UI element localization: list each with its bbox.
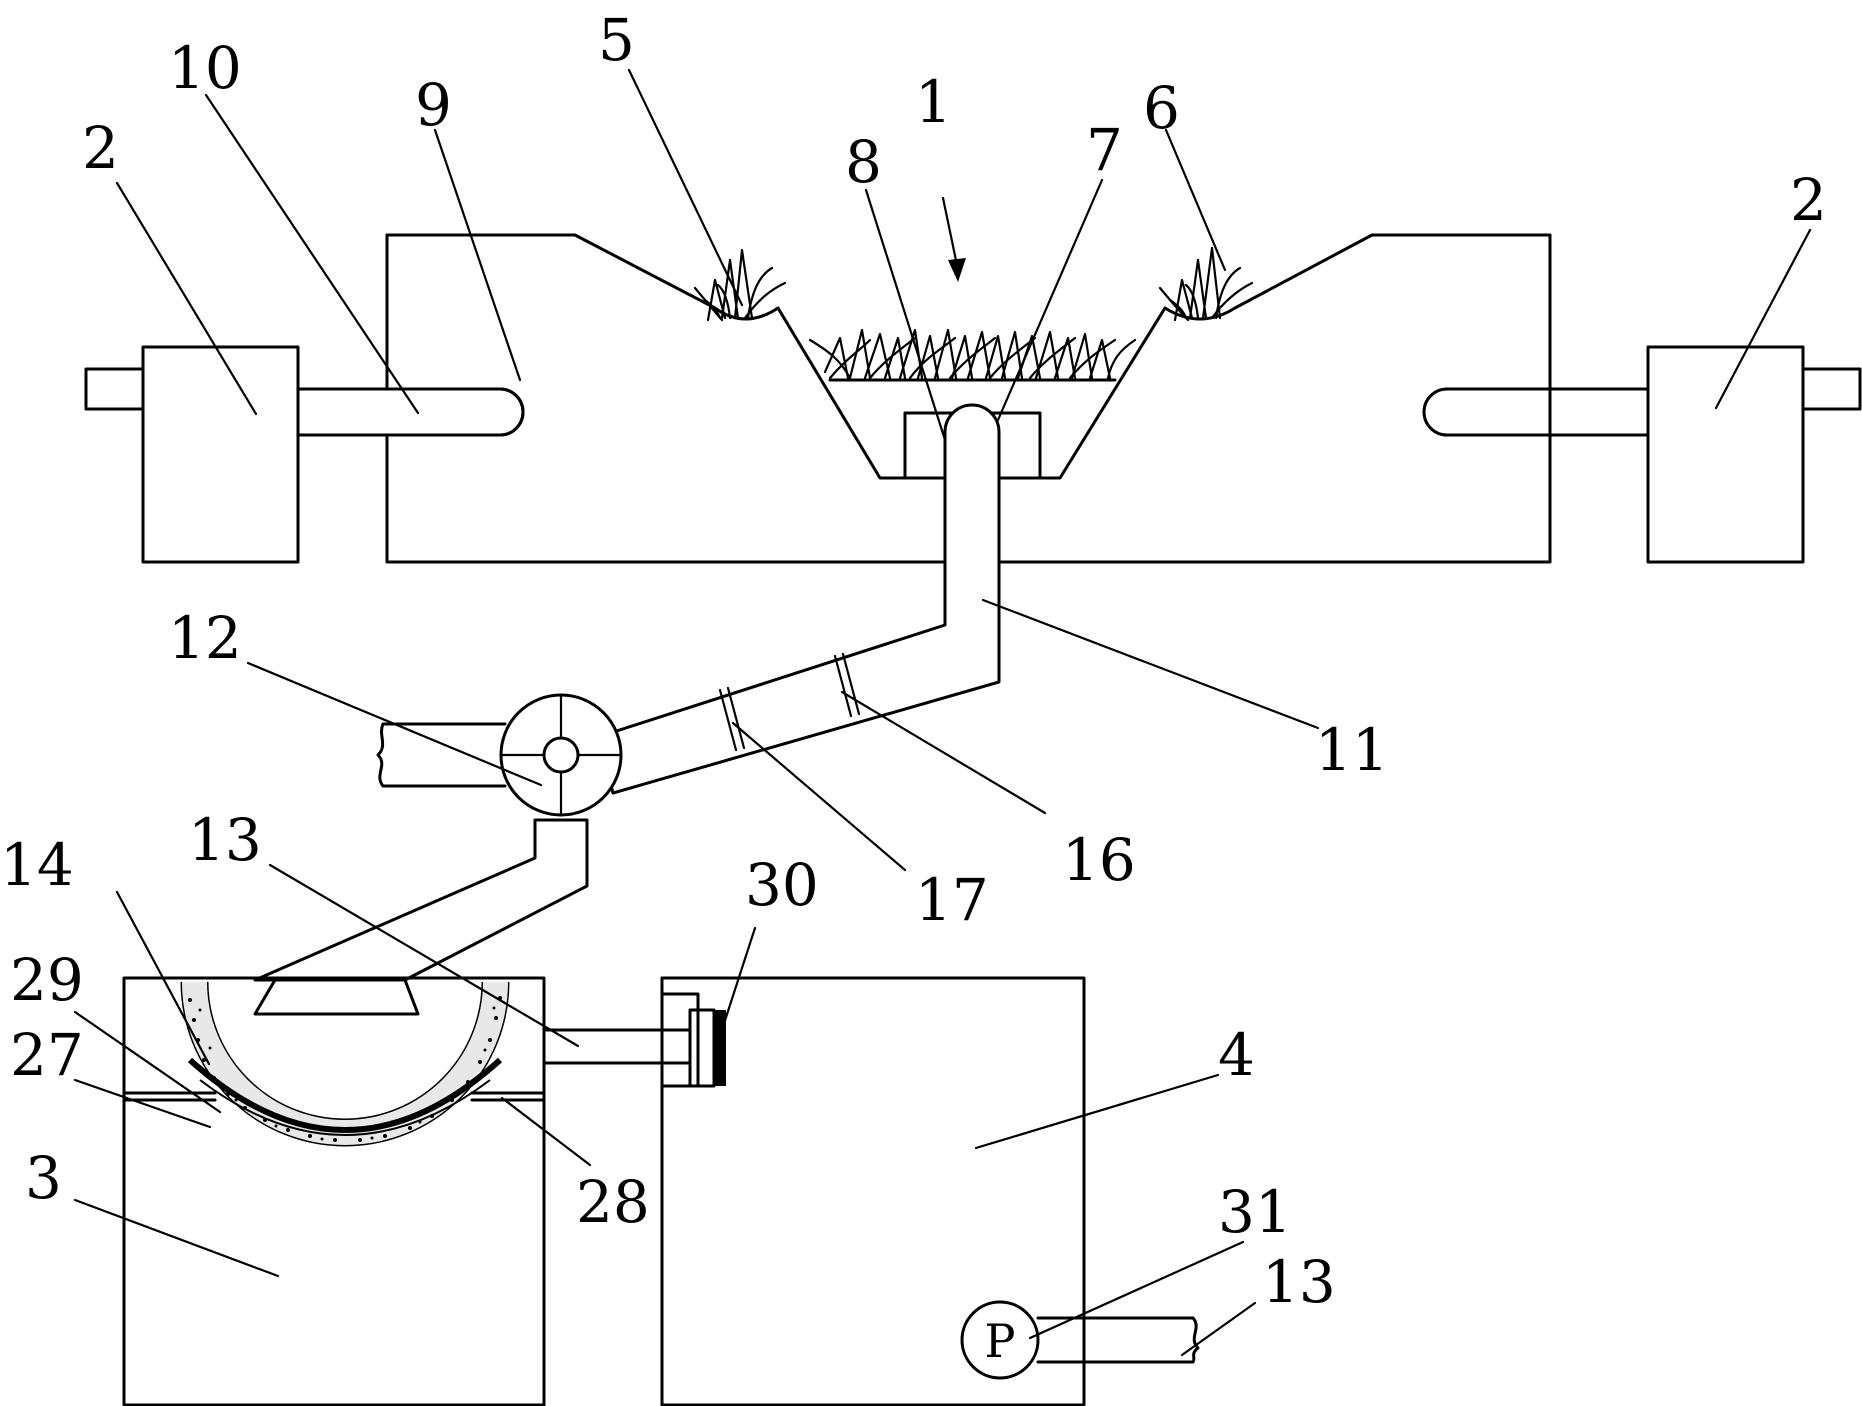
side-box-left [141,345,300,564]
side-box-right [1646,345,1805,564]
pump: P [960,1300,1040,1380]
down-pipe [253,818,589,982]
inlet-pipe-left [296,387,525,437]
label-1: 1 [915,68,952,136]
pump-symbol: P [985,1314,1016,1368]
drain-pipe [596,403,1001,795]
label-4: 4 [1218,1021,1255,1089]
label-12: 12 [168,604,242,672]
label-6: 6 [1143,74,1180,142]
label-2-left: 2 [82,114,119,182]
valve [499,693,623,817]
label-14: 14 [0,831,74,899]
label-8: 8 [845,128,882,196]
filter-speckle [188,996,502,1142]
side-stub-right [1801,367,1862,411]
side-inflow-pipe [376,722,507,788]
label-2-right: 2 [1790,166,1827,234]
label-17: 17 [915,866,989,934]
channel-grass-bed [808,328,1137,382]
label-13-top: 13 [188,806,262,874]
label-7: 7 [1086,116,1123,184]
label-5: 5 [598,6,635,74]
grass-tuft-right [1158,246,1254,322]
tank-left [122,976,546,1406]
label-9: 9 [415,71,452,139]
label-16: 16 [1062,826,1136,894]
label-11: 11 [1315,716,1389,784]
side-stub-left [84,367,145,411]
grass-tuft-left [693,248,787,322]
funnel-mouth [253,978,420,1016]
reference-numerals: 1 2 2 3 4 5 6 7 8 9 10 11 12 13 13 14 16… [0,6,1827,1316]
tank-right [660,976,1086,1406]
label-30: 30 [745,851,819,919]
leader-lines [73,68,1812,1357]
label-29: 29 [10,946,84,1014]
label-27: 27 [10,1021,84,1089]
label-10: 10 [168,34,242,102]
label-31: 31 [1218,1178,1292,1246]
outlet-pipe [1036,1316,1200,1364]
connecting-pipe [542,1028,692,1065]
label-3: 3 [25,1144,62,1212]
label-13-bottom: 13 [1262,1248,1336,1316]
label-28: 28 [576,1168,650,1236]
inlet-pipe-right [1422,387,1650,437]
